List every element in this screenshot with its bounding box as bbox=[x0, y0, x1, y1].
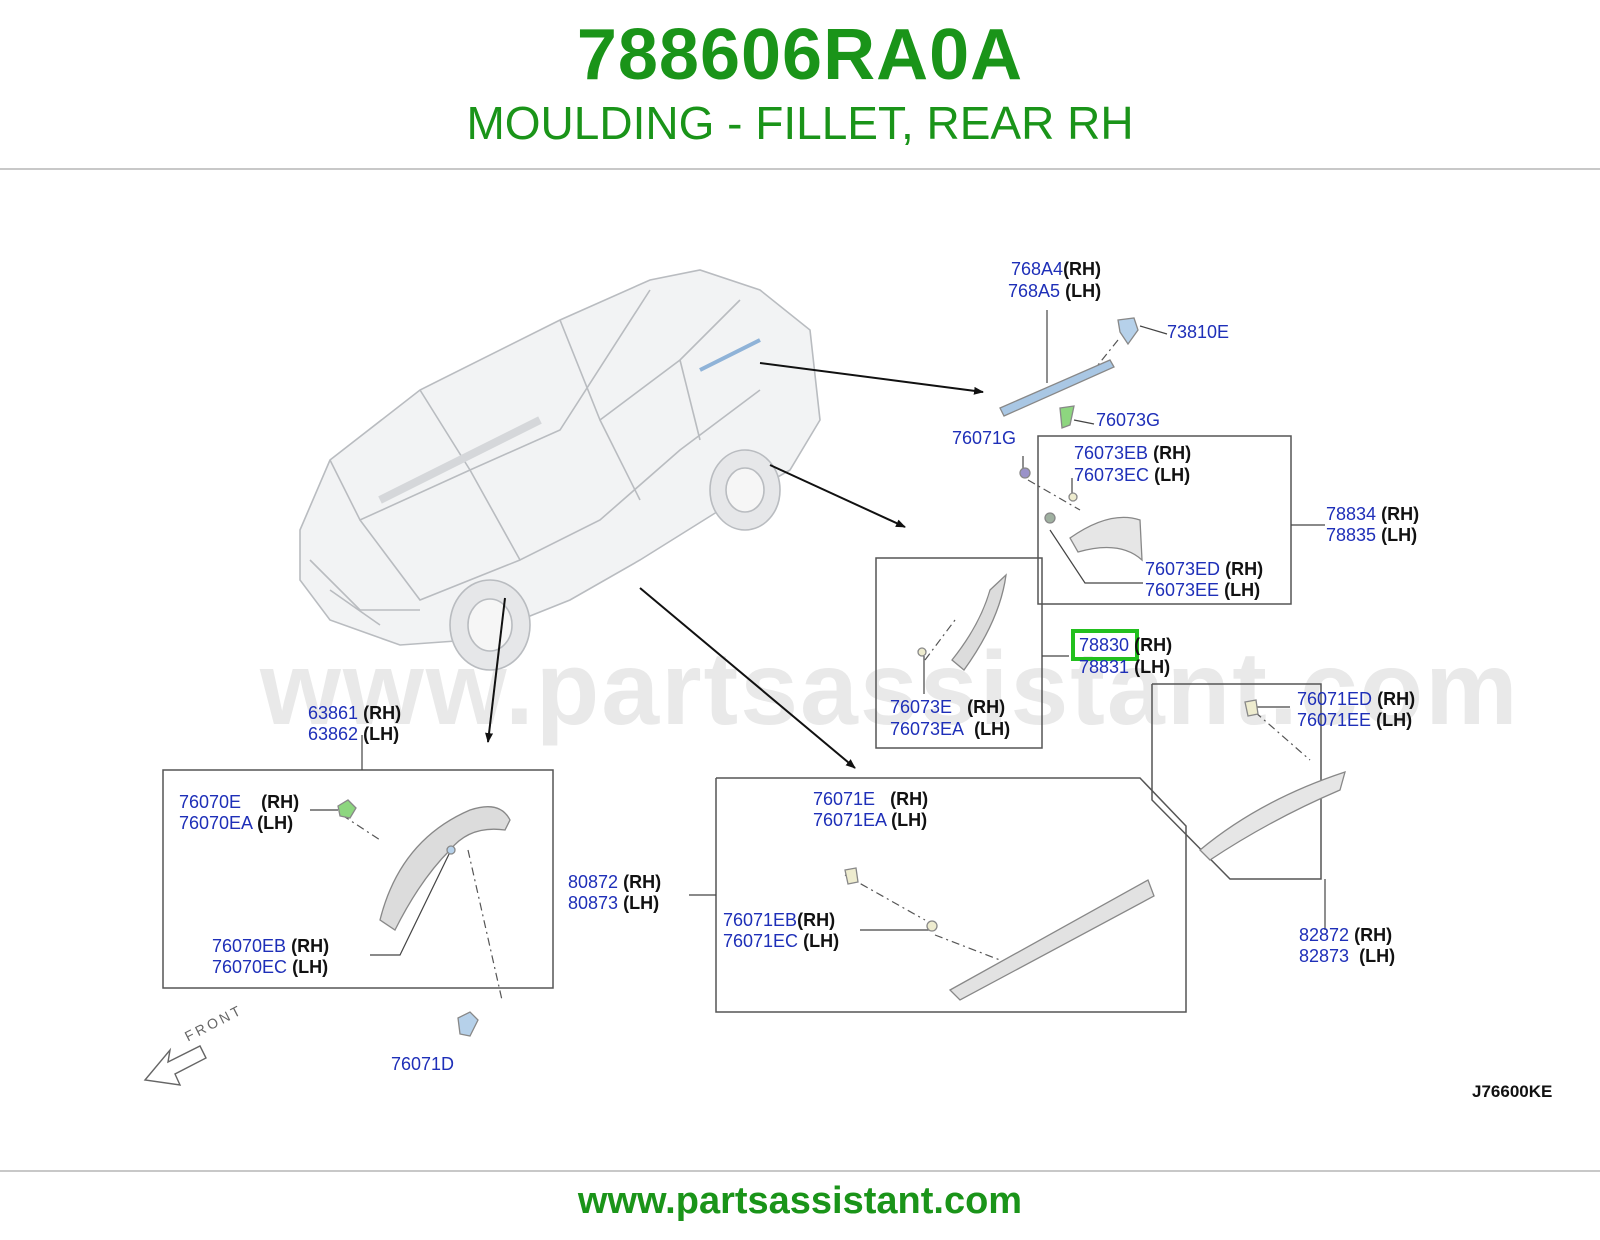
callout-76070E[interactable]: 76070E (RH) bbox=[179, 792, 300, 812]
callout-76070EA[interactable]: 76070EA (LH) bbox=[179, 813, 294, 833]
callout-76071ED[interactable]: 76071ED (RH) bbox=[1297, 689, 1416, 709]
part-number-title: 788606RA0A bbox=[576, 15, 1024, 95]
footer-divider bbox=[0, 1170, 1600, 1172]
callout-76073E[interactable]: 76073E (RH) bbox=[890, 697, 1006, 717]
part-shapes bbox=[337, 317, 1346, 1037]
callout-768A5[interactable]: 768A5 (LH) bbox=[1008, 281, 1102, 301]
callout-63862[interactable]: 63862 (LH) bbox=[308, 724, 400, 744]
callout-76071EB[interactable]: 76071EB(RH) bbox=[723, 910, 836, 930]
diagram-reference-code: J76600KE bbox=[1472, 1082, 1553, 1101]
leader-lines bbox=[310, 310, 1326, 956]
callout-63861[interactable]: 63861 (RH) bbox=[308, 703, 402, 723]
callout-76073EC[interactable]: 76073EC (LH) bbox=[1074, 465, 1191, 485]
callout-76071EE[interactable]: 76071EE (LH) bbox=[1297, 710, 1413, 730]
callout-76073EA[interactable]: 76073EA (LH) bbox=[890, 719, 1011, 739]
callout-76073ED[interactable]: 76073ED (RH) bbox=[1145, 559, 1264, 579]
callout-76071D[interactable]: 76071D bbox=[391, 1054, 455, 1074]
callout-73810E[interactable]: 73810E bbox=[1167, 322, 1230, 342]
highlighted-part-box bbox=[1071, 629, 1139, 661]
assembly-lines bbox=[341, 339, 1311, 1001]
callout-82872[interactable]: 82872 (RH) bbox=[1299, 925, 1393, 945]
callout-76070EB[interactable]: 76070EB (RH) bbox=[212, 936, 330, 956]
header-divider bbox=[0, 168, 1600, 170]
callout-76073EE[interactable]: 76073EE (LH) bbox=[1145, 580, 1261, 600]
callout-78830[interactable]: 78830 (RH) bbox=[1079, 635, 1173, 655]
header: 788606RA0A MOULDING - FILLET, REAR RH bbox=[0, 0, 1600, 168]
callout-76071EC[interactable]: 76071EC (LH) bbox=[723, 931, 840, 951]
callout-arrows bbox=[485, 362, 984, 769]
callout-76070EC[interactable]: 76070EC (LH) bbox=[212, 957, 329, 977]
callout-76071EA[interactable]: 76071EA (LH) bbox=[813, 810, 928, 830]
callout-78835[interactable]: 78835 (LH) bbox=[1326, 525, 1418, 545]
callout-76073EB[interactable]: 76073EB (RH) bbox=[1074, 443, 1192, 463]
front-arrow bbox=[143, 1045, 207, 1086]
callout-768A4[interactable]: 768A4(RH) bbox=[1011, 259, 1102, 279]
group-frames bbox=[162, 435, 1322, 1013]
callout-80872[interactable]: 80872 (RH) bbox=[568, 872, 662, 892]
callout-76071E[interactable]: 76071E (RH) bbox=[813, 789, 929, 809]
vehicle-illustration bbox=[299, 269, 821, 671]
footer-url-link[interactable]: www.partsassistant.com bbox=[577, 1180, 1023, 1222]
callout-78834[interactable]: 78834 (RH) bbox=[1326, 504, 1420, 524]
part-name-subtitle: MOULDING - FILLET, REAR RH bbox=[466, 97, 1134, 149]
callout-76071G[interactable]: 76071G bbox=[952, 428, 1017, 448]
callout-76073G[interactable]: 76073G bbox=[1096, 410, 1161, 430]
callout-78831[interactable]: 78831 (LH) bbox=[1079, 657, 1171, 677]
callout-82873[interactable]: 82873 (LH) bbox=[1299, 946, 1396, 966]
callout-80873[interactable]: 80873 (LH) bbox=[568, 893, 660, 913]
